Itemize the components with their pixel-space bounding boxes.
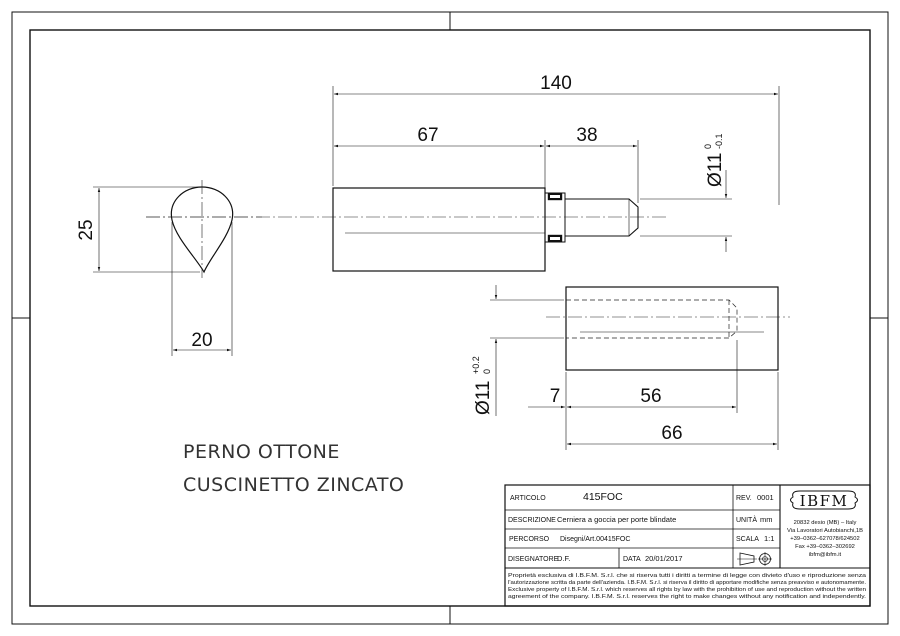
value-data: 20/01/2017 xyxy=(645,554,683,563)
tol-bushing-upper: +0.2 xyxy=(471,356,481,374)
label-unita: UNITÀ xyxy=(736,515,757,524)
company-address-line-2: Via Lavoratori Autobianchi,1B xyxy=(787,528,863,534)
value-descrizione: Cerniera a goccia per porte blindate xyxy=(557,515,676,524)
disclaimer-line-1: Proprietà esclusiva di I.B.F.M. S.r.l. c… xyxy=(508,573,866,579)
label-rev: REV. xyxy=(736,495,752,502)
disclaimer-line-2: l'autorizzazione scritta da parte dell'a… xyxy=(508,580,866,586)
dim-bushing-diameter: Ø11 xyxy=(473,380,494,415)
label-data: DATA xyxy=(623,556,641,563)
dim-bushing-length: 66 xyxy=(661,423,682,444)
dim-total-length: 140 xyxy=(540,73,572,94)
tol-pin-lower: -0.1 xyxy=(714,133,724,149)
value-rev: 0001 xyxy=(757,493,774,502)
company-phone: +39–0362–627078/624502 xyxy=(790,536,859,542)
pin-part xyxy=(146,86,780,272)
title-block xyxy=(504,484,871,607)
value-unita: mm xyxy=(760,515,773,524)
dim-pin-diameter: Ø11 xyxy=(705,152,726,187)
disclaimer-line-4: agreement of the company. I.B.F.M. S.r.l… xyxy=(508,594,866,600)
company-email: ibfm@ibfm.it xyxy=(809,552,842,558)
tol-pin-upper: 0 xyxy=(703,144,713,149)
value-disegnatore: D.F. xyxy=(557,554,570,563)
value-scala: 1:1 xyxy=(764,534,774,543)
dim-body-length: 67 xyxy=(417,125,438,146)
company-logo-text: IBFM xyxy=(800,492,849,510)
disclaimer-line-3: Exclusive property of I.B.F.M. S.r.l. wh… xyxy=(508,587,866,593)
dim-pin-length: 38 xyxy=(576,125,597,146)
label-percorso: PERCORSO xyxy=(509,536,550,543)
tol-bushing-lower: 0 xyxy=(482,369,492,374)
value-articolo: 415FOC xyxy=(583,491,623,503)
label-articolo: ARTICOLO xyxy=(510,495,546,502)
company-address-line-1: 20832 desio (MB) – Italy xyxy=(794,520,857,526)
zone-ticks xyxy=(12,12,888,624)
teardrop-profile xyxy=(93,180,262,356)
note-bushing-material: CUSCINETTO ZINCATO xyxy=(183,474,404,496)
dim-profile-width: 20 xyxy=(191,330,212,351)
dim-bushing-offset: 7 xyxy=(550,386,561,407)
label-scala: SCALA xyxy=(736,536,759,543)
dim-bore-depth: 56 xyxy=(640,386,661,407)
company-fax: Fax +39–0362–302692 xyxy=(795,544,855,550)
outer-border xyxy=(11,11,889,625)
projection-symbol-icon xyxy=(737,552,772,566)
dim-profile-height: 25 xyxy=(76,219,97,240)
value-percorso: Disegni/Art.00415FOC xyxy=(560,536,630,543)
label-descrizione: DESCRIZIONE xyxy=(508,517,556,524)
bushing-part xyxy=(490,285,790,450)
note-pin-material: PERNO OTTONE xyxy=(183,441,340,463)
company-logo xyxy=(790,490,858,510)
label-disegnatore: DISEGNATORE xyxy=(508,556,559,563)
